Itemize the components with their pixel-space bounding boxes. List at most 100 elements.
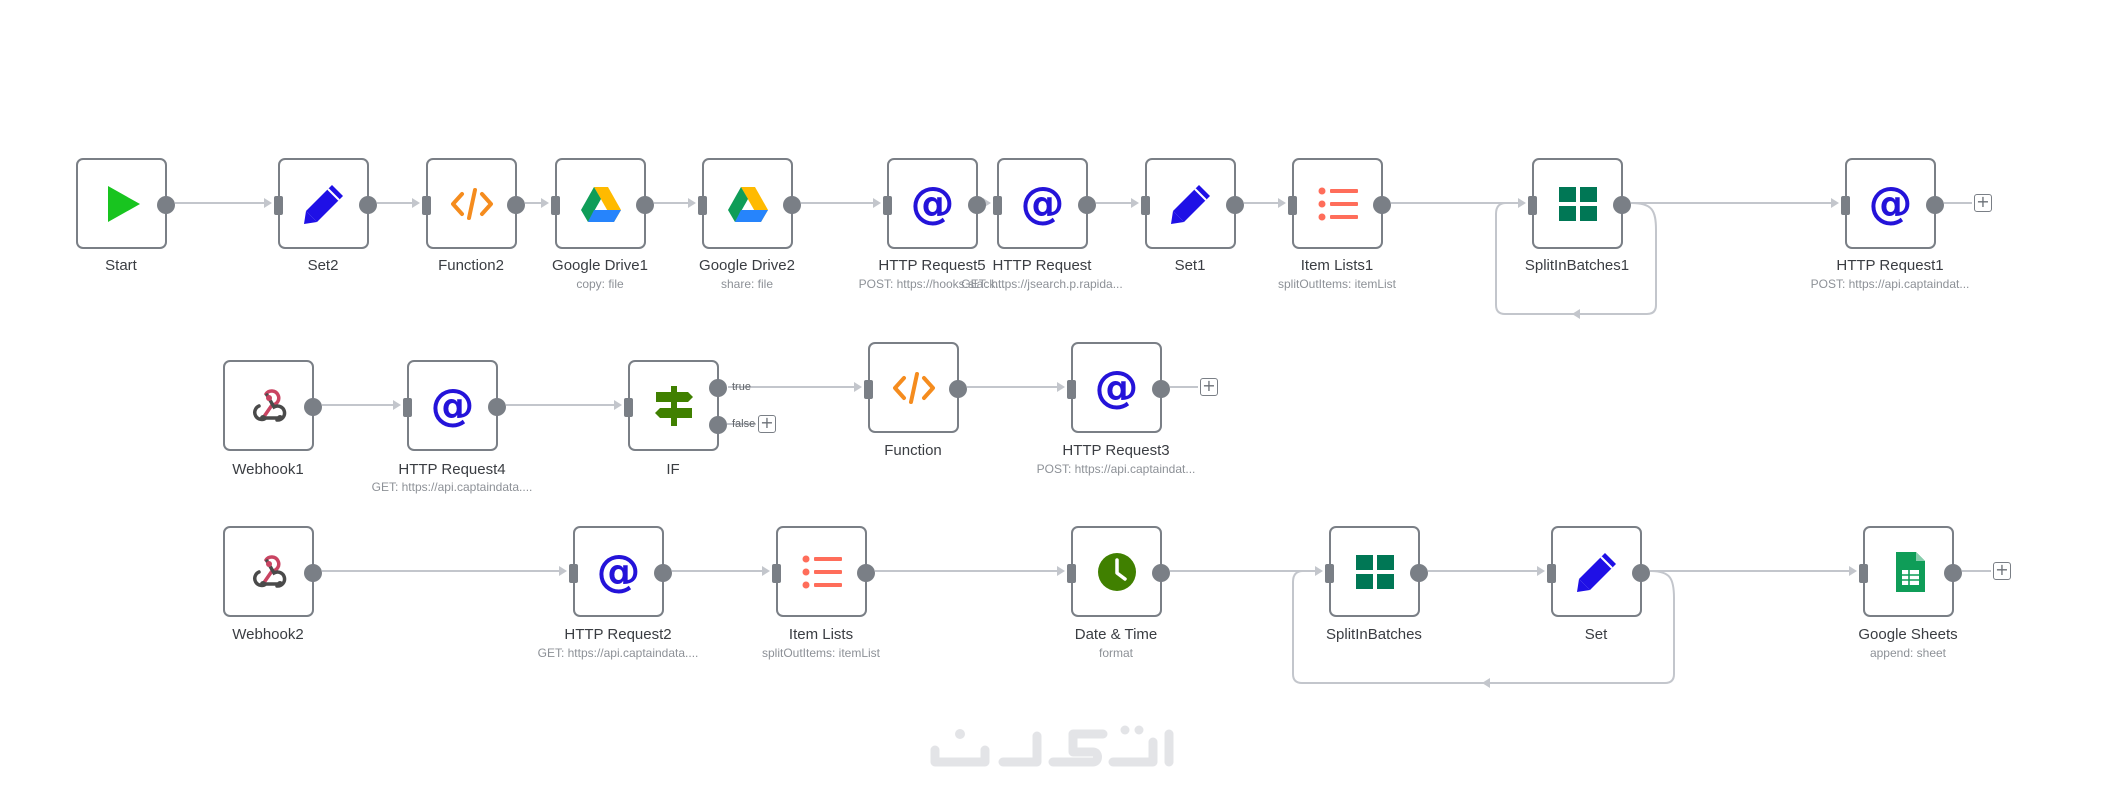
input-port[interactable] xyxy=(772,564,781,583)
node-label: SplitInBatches xyxy=(1326,626,1422,643)
input-port[interactable] xyxy=(993,196,1002,215)
output-port[interactable] xyxy=(1926,196,1944,214)
add-node-button[interactable]: + xyxy=(1993,562,2011,580)
node-label: HTTP Request2 xyxy=(564,626,672,643)
output-port[interactable] xyxy=(654,564,672,582)
node-function2[interactable] xyxy=(422,158,525,249)
node-http-request5[interactable]: @ xyxy=(883,158,986,249)
false-output-port[interactable] xyxy=(709,416,727,434)
node-subtitle: GET: https://jsearch.p.rapida... xyxy=(961,277,1123,291)
code-icon xyxy=(450,182,494,226)
input-port[interactable] xyxy=(551,196,560,215)
node-label: Google Drive1 xyxy=(552,257,648,274)
node-google-drive1[interactable] xyxy=(551,158,654,249)
connection-arrow xyxy=(1057,382,1065,392)
true-output-port[interactable] xyxy=(709,379,727,397)
add-node-button[interactable]: + xyxy=(1200,378,1218,396)
output-port[interactable] xyxy=(304,564,322,582)
node-label: HTTP Request1 xyxy=(1836,257,1944,274)
input-port[interactable] xyxy=(1141,196,1150,215)
input-port[interactable] xyxy=(1067,380,1076,399)
connection-arrow xyxy=(614,400,622,410)
node-item-lists[interactable] xyxy=(772,526,875,617)
node-subtitle: splitOutItems: itemList xyxy=(761,646,881,660)
output-port[interactable] xyxy=(507,196,525,214)
input-port[interactable] xyxy=(1288,196,1297,215)
output-port[interactable] xyxy=(1613,196,1631,214)
google-drive-icon xyxy=(579,182,623,226)
output-port[interactable] xyxy=(636,196,654,214)
node-item-lists1[interactable] xyxy=(1288,158,1391,249)
node-http-request3[interactable]: @ xyxy=(1067,342,1170,433)
loop-connection-line xyxy=(1292,570,1490,684)
node-label: HTTP Request xyxy=(992,257,1092,274)
input-port[interactable] xyxy=(569,564,578,583)
node-google-sheets[interactable] xyxy=(1859,526,1962,617)
at-icon: @ xyxy=(430,379,475,431)
input-port[interactable] xyxy=(403,398,412,417)
input-port[interactable] xyxy=(1841,196,1850,215)
connection-arrow xyxy=(1849,566,1857,576)
input-port[interactable] xyxy=(864,380,873,399)
node-date-time[interactable] xyxy=(1067,526,1170,617)
node-subtitle: POST: https://api.captaindat... xyxy=(1810,277,1970,291)
output-port[interactable] xyxy=(1944,564,1962,582)
input-port[interactable] xyxy=(1528,196,1537,215)
node-label: Webhook2 xyxy=(232,626,304,643)
node-split-in-batches1[interactable] xyxy=(1528,158,1631,249)
node-http-request[interactable]: @ xyxy=(993,158,1096,249)
node-http-request1[interactable]: @ xyxy=(1841,158,1944,249)
clock-icon xyxy=(1095,550,1139,594)
input-port[interactable] xyxy=(1067,564,1076,583)
node-set1[interactable] xyxy=(1141,158,1244,249)
node-google-drive2[interactable] xyxy=(698,158,801,249)
output-port[interactable] xyxy=(783,196,801,214)
input-port[interactable] xyxy=(624,398,633,417)
output-port[interactable] xyxy=(1410,564,1428,582)
output-port[interactable] xyxy=(157,196,175,214)
output-port[interactable] xyxy=(304,398,322,416)
output-port[interactable] xyxy=(1226,196,1244,214)
output-port[interactable] xyxy=(1373,196,1391,214)
add-node-button[interactable]: + xyxy=(1974,194,1992,212)
node-set2[interactable] xyxy=(274,158,377,249)
grid-icon xyxy=(1353,550,1397,594)
output-port[interactable] xyxy=(949,380,967,398)
add-node-button[interactable]: + xyxy=(758,415,776,433)
input-port[interactable] xyxy=(1859,564,1868,583)
node-set[interactable] xyxy=(1547,526,1650,617)
node-start[interactable] xyxy=(76,158,175,249)
node-subtitle: splitOutItems: itemList xyxy=(1277,277,1397,291)
input-port[interactable] xyxy=(422,196,431,215)
node-subtitle: share: file xyxy=(720,277,774,291)
node-http-request4[interactable]: @ xyxy=(403,360,506,451)
output-port[interactable] xyxy=(1078,196,1096,214)
node-webhook2[interactable] xyxy=(223,526,322,617)
at-icon: @ xyxy=(1020,177,1065,229)
output-port[interactable] xyxy=(968,196,986,214)
connection-arrow xyxy=(1537,566,1545,576)
input-port[interactable] xyxy=(883,196,892,215)
node-subtitle: POST: https://hooks.slack... xyxy=(858,277,1006,291)
output-port[interactable] xyxy=(1152,564,1170,582)
pencil-icon xyxy=(1575,550,1619,594)
output-port[interactable] xyxy=(1152,380,1170,398)
output-port[interactable] xyxy=(1632,564,1650,582)
output-port[interactable] xyxy=(359,196,377,214)
input-port[interactable] xyxy=(1325,564,1334,583)
input-port[interactable] xyxy=(698,196,707,215)
output-port[interactable] xyxy=(488,398,506,416)
node-function[interactable] xyxy=(864,342,967,433)
node-webhook1[interactable] xyxy=(223,360,322,451)
node-http-request2[interactable]: @ xyxy=(569,526,672,617)
node-label: Google Sheets xyxy=(1858,626,1958,643)
node-if[interactable] xyxy=(624,360,727,451)
connection-arrow xyxy=(1278,198,1286,208)
output-port[interactable] xyxy=(857,564,875,582)
node-split-in-batches[interactable] xyxy=(1325,526,1428,617)
input-port[interactable] xyxy=(274,196,283,215)
input-port[interactable] xyxy=(1547,564,1556,583)
connection-arrow xyxy=(1057,566,1065,576)
node-label: Set xyxy=(1584,626,1608,643)
